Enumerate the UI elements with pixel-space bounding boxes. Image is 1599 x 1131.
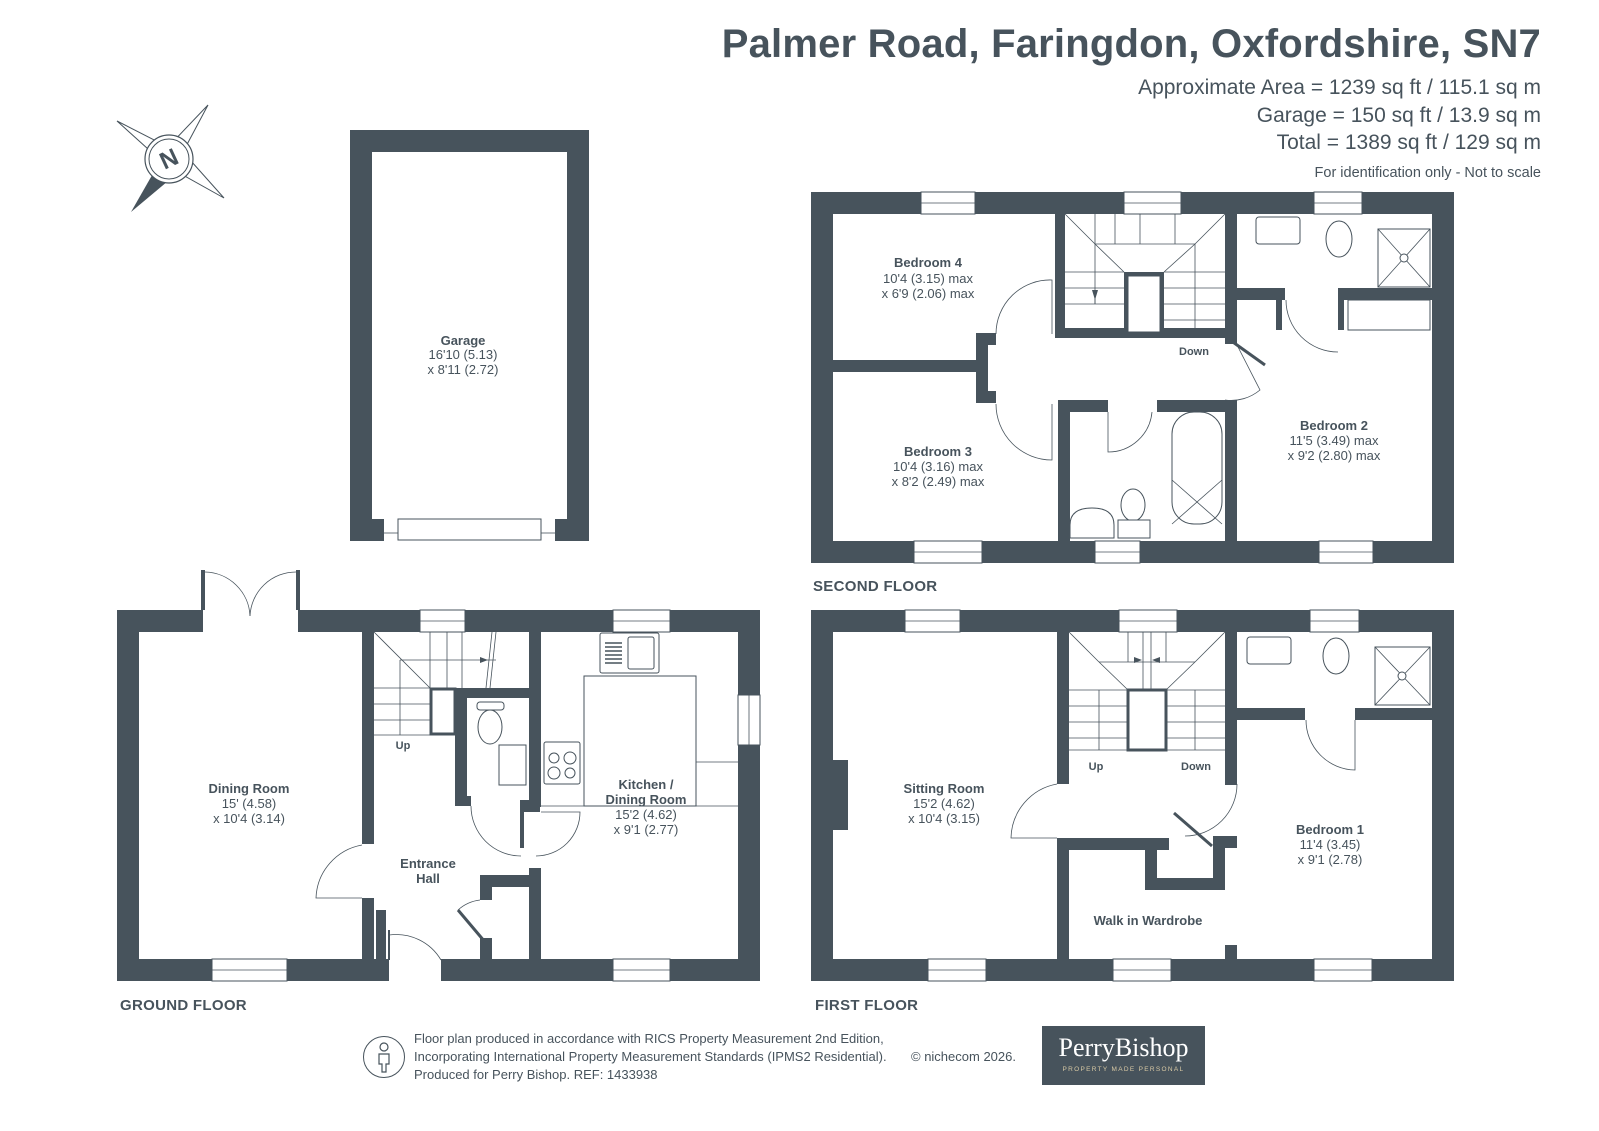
stair-down-label: Down: [1181, 761, 1211, 773]
property-title: Palmer Road, Faringdon, Oxfordshire, SN7: [721, 22, 1541, 66]
person-icon: [363, 1036, 405, 1078]
room-label-kitchen: Kitchen /: [619, 777, 674, 792]
stair-down-label: Down: [1179, 346, 1209, 358]
compass-north-icon: N: [116, 104, 225, 212]
svg-text:15'2 (4.62): 15'2 (4.62): [615, 807, 677, 822]
scale-disclaimer: For identification only - Not to scale: [1314, 165, 1541, 181]
svg-text:x 6'9 (2.06) max: x 6'9 (2.06) max: [882, 286, 975, 301]
svg-text:11'5 (3.49) max: 11'5 (3.49) max: [1290, 433, 1379, 448]
first-floor-plan: Sitting Room 15'2 (4.62) x 10'4 (3.15) B…: [811, 609, 1454, 982]
svg-text:15' (4.58): 15' (4.58): [222, 796, 277, 811]
total-area: Total = 1389 sq ft / 129 sq m: [1276, 131, 1541, 154]
second-floor-plan: Bedroom 4 10'4 (3.15) max x 6'9 (2.06) m…: [811, 191, 1454, 564]
perry-bishop-logo: PerryBishop PROPERTY MADE PERSONAL: [1042, 1026, 1205, 1085]
garage-plan: Garage 16'10 (5.13) x 8'11 (2.72): [350, 130, 589, 541]
room-label-bedroom3: Bedroom 3: [904, 444, 972, 459]
stair-up-label: Up: [396, 740, 411, 752]
room-label-sitting: Sitting Room: [904, 781, 985, 796]
footer-notes: Floor plan produced in accordance with R…: [414, 1031, 1016, 1082]
floor-label-ground: GROUND FLOOR: [120, 997, 247, 1014]
approximate-area: Approximate Area = 1239 sq ft / 115.1 sq…: [1138, 76, 1541, 99]
room-label-wardrobe: Walk in Wardrobe: [1094, 913, 1203, 928]
room-label-garage: Garage: [441, 333, 486, 348]
svg-text:10'4 (3.15) max: 10'4 (3.15) max: [883, 271, 973, 286]
svg-text:15'2 (4.62): 15'2 (4.62): [913, 796, 975, 811]
svg-text:x 8'11 (2.72): x 8'11 (2.72): [428, 362, 499, 377]
svg-text:10'4 (3.16) max: 10'4 (3.16) max: [893, 459, 983, 474]
floor-label-second: SECOND FLOOR: [813, 578, 938, 595]
svg-text:x 10'4 (3.15): x 10'4 (3.15): [908, 811, 980, 826]
svg-text:x 10'4 (3.14): x 10'4 (3.14): [213, 811, 285, 826]
svg-text:11'4 (3.45): 11'4 (3.45): [1300, 837, 1361, 852]
garage-area: Garage = 150 sq ft / 13.9 sq m: [1256, 104, 1541, 127]
copyright: © nichecom 2026.: [911, 1049, 1016, 1064]
svg-text:x 9'2 (2.80) max: x 9'2 (2.80) max: [1288, 448, 1381, 463]
svg-text:Hall: Hall: [416, 871, 440, 886]
svg-text:x 9'1 (2.77): x 9'1 (2.77): [614, 822, 679, 837]
svg-text:x 9'1 (2.78): x 9'1 (2.78): [1298, 852, 1363, 867]
room-label-dining: Dining Room: [209, 781, 290, 796]
room-label-bedroom2: Bedroom 2: [1300, 418, 1368, 433]
svg-text:Dining Room: Dining Room: [606, 792, 687, 807]
floor-label-first: FIRST FLOOR: [815, 997, 919, 1014]
room-label-hall: Entrance: [400, 856, 456, 871]
svg-text:x 8'2 (2.49) max: x 8'2 (2.49) max: [892, 474, 985, 489]
room-label-bedroom1: Bedroom 1: [1296, 822, 1364, 837]
room-label-bedroom4: Bedroom 4: [894, 255, 963, 270]
stair-up-label: Up: [1089, 761, 1104, 773]
svg-text:16'10 (5.13): 16'10 (5.13): [429, 347, 498, 362]
ground-floor-plan: Dining Room 15' (4.58) x 10'4 (3.14) Kit…: [117, 570, 761, 982]
